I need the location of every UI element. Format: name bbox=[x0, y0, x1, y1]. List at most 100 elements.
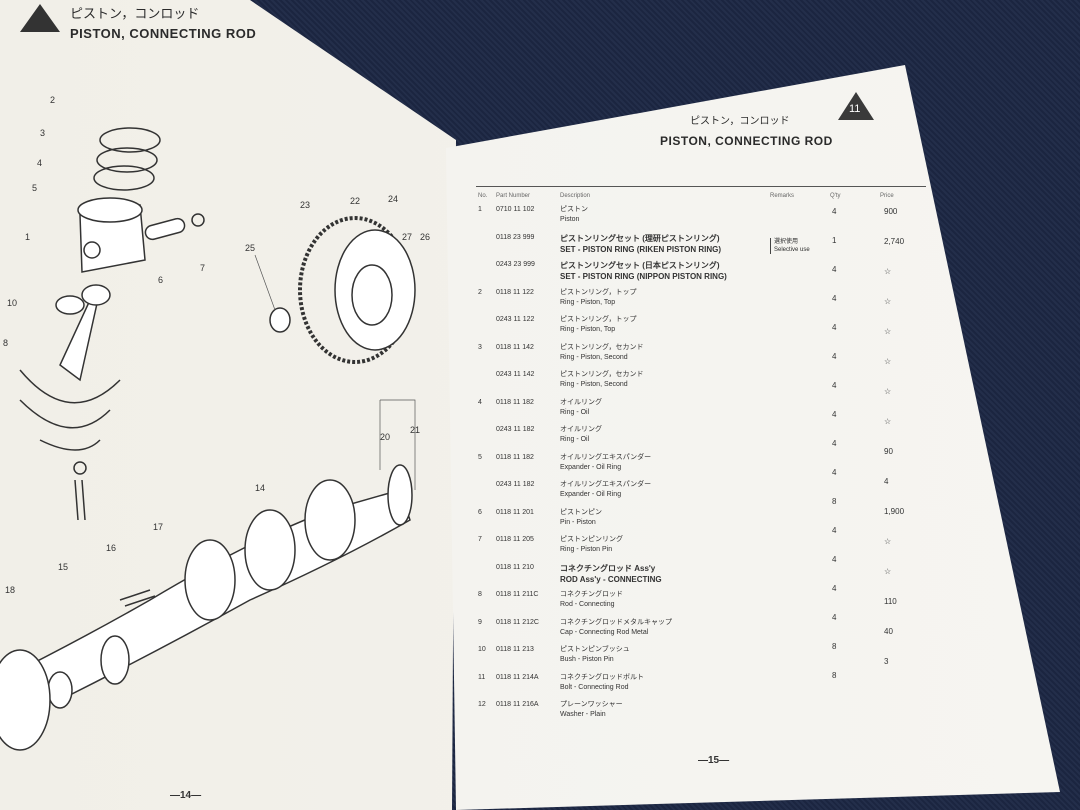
description-jp: ピストンリングセット (日本ピストンリング) bbox=[560, 261, 720, 270]
description-jp: ピストンリングセット (理研ピストンリング) bbox=[560, 233, 720, 243]
callout-7: 7 bbox=[200, 263, 206, 273]
part-number: 0243 23 999 bbox=[496, 261, 535, 268]
description-en: Ring - Oil bbox=[560, 436, 590, 443]
exploded-diagram bbox=[0, 127, 416, 751]
qty-value: 4 bbox=[832, 410, 837, 419]
callout-1: 1 bbox=[25, 232, 31, 242]
table-row: 0243 23 999 ピストンリングセット (日本ピストンリング)SET - P… bbox=[478, 260, 758, 284]
part-number: 0118 11 205 bbox=[496, 536, 534, 543]
remark-selective-use: 選択使用 Selective use bbox=[770, 238, 810, 254]
right-header-jp: ピストン，コンロッド bbox=[690, 116, 790, 127]
description: ピストンリングセット (理研ピストンリング)SET - PISTON RING … bbox=[560, 233, 721, 255]
piston-pin-drawing bbox=[144, 213, 205, 241]
description: ピストンリングセット (日本ピストンリング)SET - PISTON RING … bbox=[560, 260, 727, 282]
callout-10: 10 bbox=[7, 298, 18, 308]
col-qty: Q'ty bbox=[830, 193, 841, 199]
piston-drawing bbox=[77, 197, 146, 273]
description-jp: コネクチングロッド bbox=[560, 591, 623, 598]
item-number: 2 bbox=[478, 288, 482, 296]
section-badge bbox=[20, 4, 60, 32]
qty-value: 4 bbox=[832, 265, 837, 274]
callout-17: 17 bbox=[153, 522, 164, 532]
price-value: ☆ bbox=[884, 297, 892, 306]
price-value: ☆ bbox=[884, 567, 892, 576]
description-jp: ピストンピンリング bbox=[560, 536, 623, 543]
col-remarks: Remarks bbox=[770, 193, 795, 199]
price-value: ☆ bbox=[884, 387, 892, 396]
part-number: 0118 11 122 bbox=[496, 288, 534, 296]
qty-value: 8 bbox=[832, 497, 837, 506]
left-header-jp: ピストン，コンロッド bbox=[70, 6, 200, 21]
header-rule bbox=[476, 186, 926, 187]
description-en: Ring - Piston, Top bbox=[560, 298, 616, 306]
callout-21: 21 bbox=[410, 425, 421, 435]
description-en: Ring - Piston, Top bbox=[560, 326, 616, 333]
callout-20: 20 bbox=[380, 432, 391, 442]
price-value: 4 bbox=[884, 477, 889, 486]
flywheel-drawing bbox=[269, 216, 416, 364]
col-price: Price bbox=[880, 193, 894, 199]
qty-value: 4 bbox=[832, 526, 837, 535]
description-en: ROD Ass'y - CONNECTING bbox=[560, 574, 662, 584]
col-description: Description bbox=[560, 193, 591, 199]
item-number: 5 bbox=[478, 453, 482, 461]
part-number: 0118 11 214A bbox=[496, 673, 539, 681]
qty-value: 4 bbox=[832, 584, 837, 593]
description-jp: ピストンピン bbox=[560, 508, 602, 516]
part-number: 0243 11 182 bbox=[496, 481, 535, 488]
description-jp: ピストンリング，セカンド bbox=[560, 343, 644, 351]
description-jp: ピストンピンブッシュ bbox=[560, 646, 630, 653]
col-no: No. bbox=[478, 193, 488, 199]
part-number: 0118 11 142 bbox=[496, 343, 534, 351]
description-jp: ピストン bbox=[560, 206, 588, 213]
price-value: 3 bbox=[884, 657, 889, 666]
callout-2: 2 bbox=[50, 95, 56, 105]
callout-18: 18 bbox=[5, 585, 16, 595]
price-value: ☆ bbox=[884, 357, 892, 366]
price-value: 90 bbox=[884, 447, 893, 456]
callout-3: 3 bbox=[40, 128, 46, 138]
callout-27: 27 bbox=[402, 232, 413, 242]
part-number: 0710 11 102 bbox=[496, 206, 535, 213]
item-number: 1 bbox=[478, 206, 482, 213]
item-number: 3 bbox=[478, 343, 482, 351]
callout-26: 26 bbox=[420, 232, 431, 242]
section-number: 11 bbox=[849, 103, 861, 115]
item-number: 7 bbox=[478, 536, 482, 543]
price-value: ☆ bbox=[884, 327, 892, 336]
callout-16: 16 bbox=[106, 543, 117, 553]
price-value: 110 bbox=[884, 597, 897, 606]
part-number: 0243 11 122 bbox=[496, 316, 535, 323]
qty-value: 4 bbox=[832, 439, 837, 448]
qty-value: 8 bbox=[832, 671, 837, 680]
connecting-rod-drawing bbox=[19, 284, 121, 521]
part-number: 0118 11 211C bbox=[496, 591, 539, 598]
description-jp: オイルリング bbox=[560, 398, 602, 406]
description-en: Expander - Oil Ring bbox=[560, 491, 622, 498]
item-number: 8 bbox=[478, 591, 482, 598]
callout-14: 14 bbox=[255, 483, 266, 493]
item-number: 10 bbox=[478, 646, 486, 653]
description-jp: コネクチングロッドボルト bbox=[560, 673, 644, 681]
callout-5: 5 bbox=[32, 183, 38, 193]
section-badge: 11 bbox=[838, 92, 874, 120]
description-en: Bush - Piston Pin bbox=[560, 656, 614, 663]
callout-25: 25 bbox=[245, 243, 256, 253]
description-en: Cap - Connecting Rod Metal bbox=[560, 628, 649, 636]
